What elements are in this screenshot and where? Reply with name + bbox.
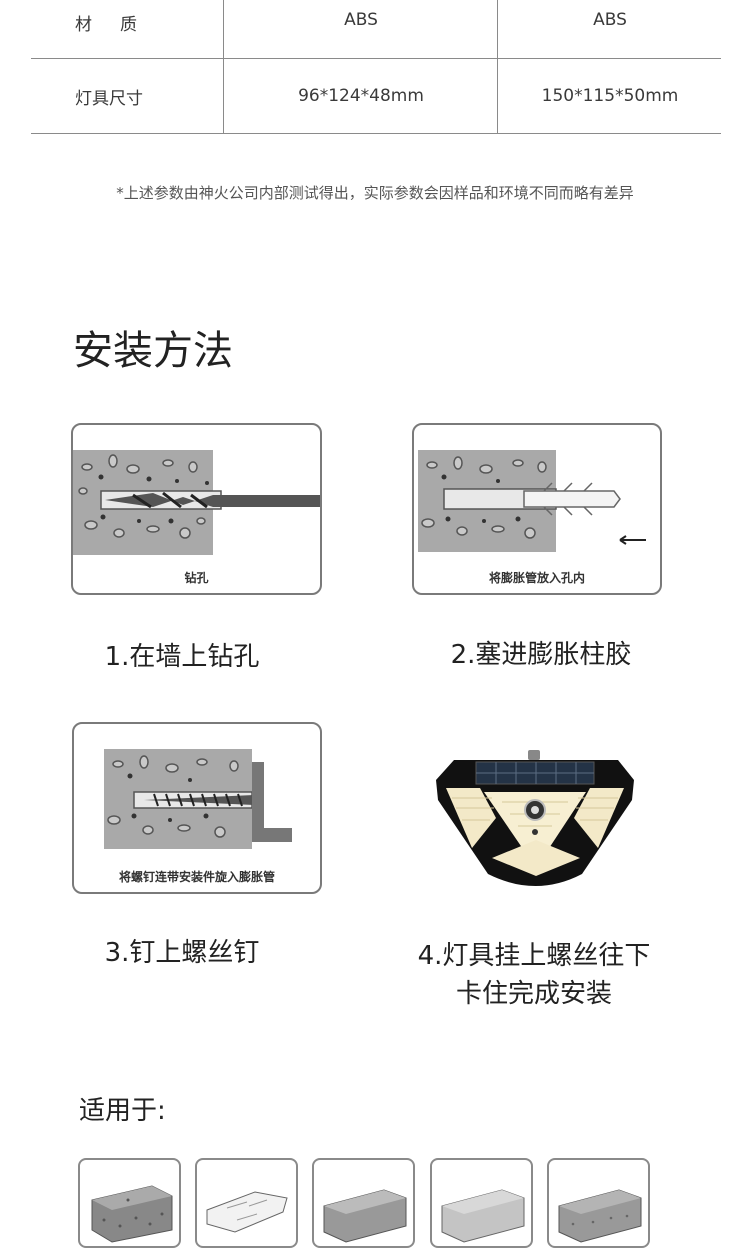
stone-slab-illustration: [206, 1191, 288, 1233]
install-panel-drill: 钻孔: [71, 423, 322, 595]
step-1-text: 1.在墙上钻孔: [104, 642, 260, 672]
table-row: 灯具尺寸 96*124*48mm 150*115*50mm: [31, 59, 721, 134]
solar-light-illustration: [436, 750, 634, 886]
step-2-text: 2.塞进膨胀柱胶: [450, 640, 632, 670]
install-panel-screw: 将螺钉连带安装件旋入膨胀管: [72, 722, 322, 894]
step-4-line-1: 4.灯具挂上螺丝往下: [417, 941, 651, 971]
panel-caption: 钻孔: [184, 571, 209, 585]
concrete-block-illustration: [91, 1185, 173, 1243]
spec-value: ABS: [223, 0, 498, 58]
step-4-text: 4.灯具挂上螺丝往下 卡住完成安装: [398, 937, 670, 1013]
spec-value: 150*115*50mm: [497, 59, 722, 133]
applies-title: 适用于:: [79, 1096, 166, 1126]
install-panel-anchor: 将膨胀管放入孔内: [412, 423, 662, 595]
disclaimer-note: *上述参数由神火公司内部测试得出，实际参数会因样品和环境不同而略有差异: [116, 184, 634, 202]
step-3-text: 3.钉上螺丝钉: [104, 938, 260, 968]
spec-label: 材质: [75, 15, 165, 35]
spec-value: 96*124*48mm: [223, 59, 498, 133]
spec-label: 灯具尺寸: [75, 88, 143, 109]
material-aerated-block: [430, 1158, 533, 1248]
spec-value: ABS: [497, 0, 722, 58]
material-concrete-block: [78, 1158, 181, 1248]
solid-brick-illustration: [323, 1189, 407, 1243]
material-stone-slab: [195, 1158, 298, 1248]
material-cement-block: [547, 1158, 650, 1248]
cement-block-illustration: [558, 1189, 642, 1243]
step-4-line-2: 卡住完成安装: [455, 979, 612, 1009]
screw-illustration: [104, 749, 292, 849]
spec-table: 材质 ABS ABS 灯具尺寸 96*124*48mm 150*115*50mm: [31, 0, 721, 134]
drill-illustration: [73, 450, 320, 555]
aerated-block-illustration: [441, 1189, 525, 1243]
panel-caption: 将螺钉连带安装件旋入膨胀管: [118, 870, 275, 884]
table-row: 材质 ABS ABS: [31, 0, 721, 59]
anchor-illustration: [418, 450, 646, 552]
material-solid-brick: [312, 1158, 415, 1248]
section-title: 安装方法: [73, 328, 233, 374]
panel-caption: 将膨胀管放入孔内: [488, 571, 585, 585]
